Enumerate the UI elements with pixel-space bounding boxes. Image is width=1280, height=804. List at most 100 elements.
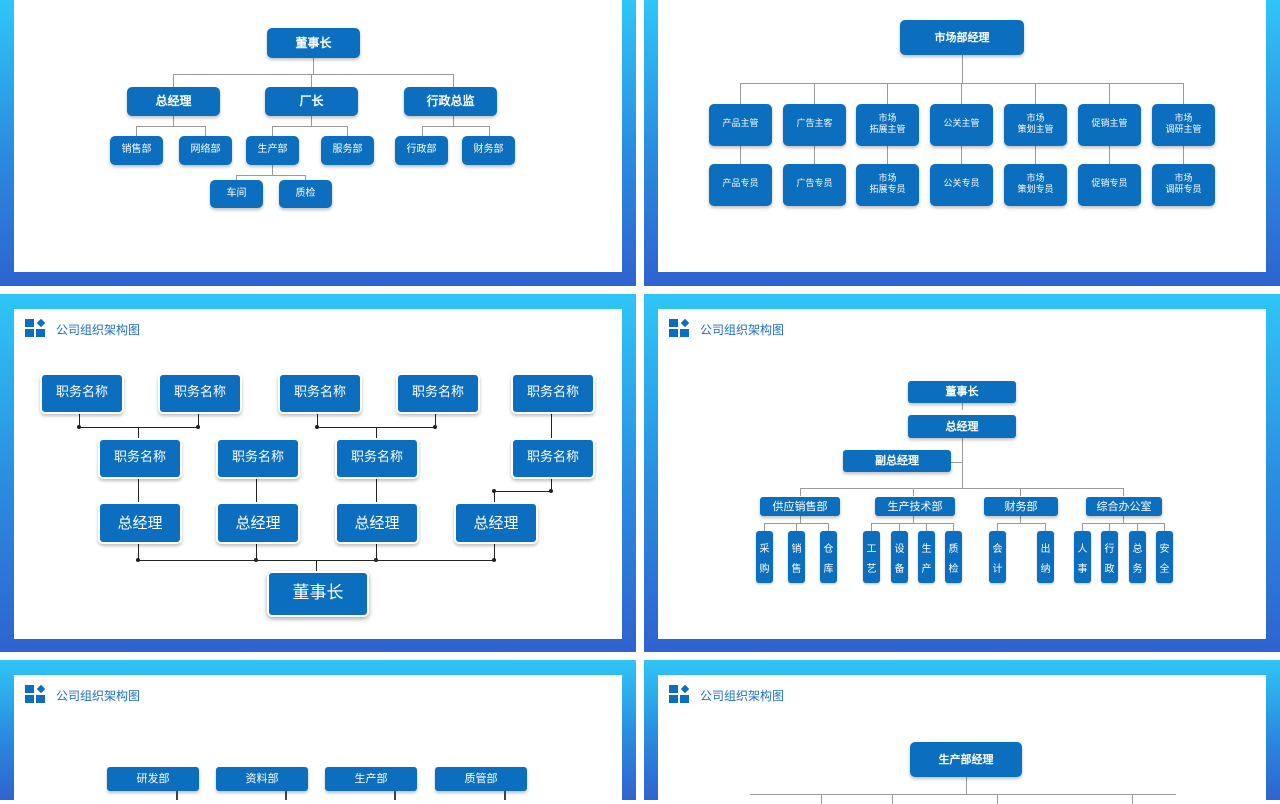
slide-canvas: 公司组织架构图 生产部经理: [658, 675, 1266, 804]
connector: [236, 175, 306, 176]
connector: [79, 427, 199, 428]
connector: [347, 126, 348, 136]
grid-logo-icon: [669, 684, 691, 703]
position-title-box[interactable]: 职务名称: [396, 373, 480, 414]
department-box[interactable]: 综合办公室: [1086, 497, 1162, 516]
connector: [1045, 523, 1046, 531]
connector: [750, 794, 1176, 795]
junction-dot: [136, 558, 140, 562]
production-dept-box[interactable]: 生产部: [246, 136, 299, 165]
gm-box[interactable]: 总经理: [98, 502, 182, 544]
unit-box[interactable]: 设备: [891, 531, 908, 583]
department-box[interactable]: 研发部: [107, 767, 199, 791]
sales-dept-box[interactable]: 销售部: [110, 136, 163, 165]
unit-box[interactable]: 工艺: [863, 531, 880, 583]
supervisor-box[interactable]: 促销主管: [1078, 104, 1141, 146]
connector: [236, 175, 237, 180]
specialist-box[interactable]: 促销专员: [1078, 164, 1141, 206]
slide-panel-5[interactable]: 公司组织架构图 研发部资料部生产部质管部: [0, 660, 636, 800]
unit-label-char: 购: [759, 563, 770, 575]
chairman-box[interactable]: 董事长: [267, 28, 360, 58]
department-box[interactable]: 生产技术部: [875, 497, 955, 516]
gm-box[interactable]: 总经理: [454, 502, 538, 544]
slide-panel-4[interactable]: 公司组织架构图 董事长 总经理 副总经理 供应销售部生产技术部财务部综合办公室采…: [644, 294, 1280, 652]
slide-panel-2[interactable]: 市场部经理 产品主管产品专员广告主客广告专员市场 拓展主管市场 拓展专员公关主管…: [644, 0, 1280, 286]
supervisor-box[interactable]: 市场 拓展主管: [856, 104, 919, 146]
supervisor-box[interactable]: 公关主管: [930, 104, 993, 146]
specialist-box[interactable]: 市场 调研专员: [1152, 164, 1215, 206]
unit-box[interactable]: 出纳: [1037, 531, 1054, 583]
connector: [551, 477, 552, 491]
chairman-box[interactable]: 董事长: [908, 381, 1016, 403]
supervisor-box[interactable]: 市场 策划主管: [1004, 104, 1067, 146]
unit-box[interactable]: 生产: [918, 531, 935, 583]
unit-box[interactable]: 行政: [1101, 531, 1118, 583]
position-title-box[interactable]: 职务名称: [98, 438, 182, 479]
connector: [887, 146, 888, 164]
specialist-box[interactable]: 产品专员: [709, 164, 772, 206]
slide-panel-1[interactable]: 董事长 总经理 厂长 行政总监 销售部 网络部 生产部 服务部 行政部 财务部 …: [0, 0, 636, 286]
supervisor-box[interactable]: 市场 调研主管: [1152, 104, 1215, 146]
unit-box[interactable]: 会计: [989, 531, 1006, 583]
admin-director-box[interactable]: 行政总监: [404, 87, 497, 116]
workshop-box[interactable]: 车间: [210, 180, 263, 208]
gm-box[interactable]: 总经理: [335, 502, 419, 544]
admin-dept-box[interactable]: 行政部: [395, 136, 448, 165]
slide-panel-3[interactable]: 公司组织架构图 职务名称职务名称职务名称职务名称职务名称职务: [0, 294, 636, 652]
connector: [966, 777, 967, 795]
unit-box[interactable]: 质检: [945, 531, 962, 583]
supervisor-box[interactable]: 广告主客: [783, 104, 846, 146]
unit-box[interactable]: 总务: [1129, 531, 1146, 583]
service-dept-box[interactable]: 服务部: [321, 136, 374, 165]
connector: [1109, 83, 1110, 104]
gm-box[interactable]: 总经理: [216, 502, 300, 544]
chairman-box[interactable]: 董事长: [267, 571, 369, 617]
unit-box[interactable]: 仓库: [820, 531, 837, 583]
specialist-box[interactable]: 公关专员: [930, 164, 993, 206]
unit-box[interactable]: 人事: [1074, 531, 1091, 583]
network-dept-box[interactable]: 网络部: [179, 136, 232, 165]
department-box[interactable]: 财务部: [984, 497, 1058, 516]
market-manager-box[interactable]: 市场部经理: [900, 20, 1024, 55]
department-box[interactable]: 质管部: [435, 767, 527, 791]
specialist-box[interactable]: 市场 拓展专员: [856, 164, 919, 206]
department-box[interactable]: 生产部: [325, 767, 417, 791]
position-title-box[interactable]: 职务名称: [216, 438, 300, 479]
unit-label-char: 售: [791, 563, 802, 575]
qc-box[interactable]: 质检: [279, 180, 332, 208]
department-box[interactable]: 供应销售部: [760, 497, 840, 516]
position-title-box[interactable]: 职务名称: [511, 438, 595, 479]
supervisor-box[interactable]: 产品主管: [709, 104, 772, 146]
unit-box[interactable]: 采购: [756, 531, 773, 583]
specialist-box[interactable]: 市场 策划专员: [1004, 164, 1067, 206]
gm-box[interactable]: 总经理: [127, 87, 220, 116]
position-title-box[interactable]: 职务名称: [335, 438, 419, 479]
position-title-box[interactable]: 职务名称: [278, 373, 362, 414]
finance-dept-box[interactable]: 财务部: [462, 136, 515, 165]
connector: [376, 427, 377, 438]
junction-dot: [549, 489, 553, 493]
connector: [256, 477, 257, 505]
connector: [272, 126, 348, 127]
gm-box[interactable]: 总经理: [908, 415, 1016, 438]
connector: [871, 523, 954, 524]
slide-canvas: 公司组织架构图 董事长 总经理 副总经理 供应销售部生产技术部财务部综合办公室采…: [658, 309, 1266, 639]
unit-box[interactable]: 安全: [1156, 531, 1173, 583]
position-title-box[interactable]: 职务名称: [511, 373, 595, 414]
slide-panel-6[interactable]: 公司组织架构图 生产部经理: [644, 660, 1280, 804]
connector: [272, 126, 273, 136]
connector: [173, 74, 454, 75]
position-title-box[interactable]: 职务名称: [158, 373, 242, 414]
unit-box[interactable]: 销售: [788, 531, 805, 583]
position-title-box[interactable]: 职务名称: [40, 373, 124, 414]
connector: [494, 491, 495, 505]
vice-gm-box[interactable]: 副总经理: [843, 450, 951, 472]
department-box[interactable]: 资料部: [216, 767, 308, 791]
unit-label-char: 采: [759, 543, 770, 555]
production-manager-box[interactable]: 生产部经理: [910, 742, 1022, 777]
factory-director-box[interactable]: 厂长: [265, 87, 358, 116]
connector: [962, 403, 963, 410]
connector: [272, 165, 273, 175]
slide-title: 公司组织架构图: [700, 689, 785, 703]
specialist-box[interactable]: 广告专员: [783, 164, 846, 206]
